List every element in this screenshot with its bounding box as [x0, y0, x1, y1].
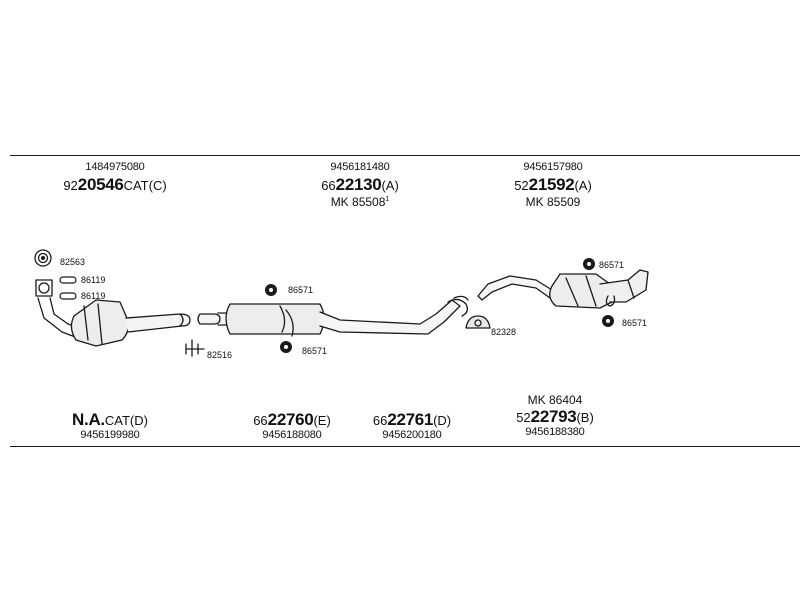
callout-markers: [41, 256, 614, 353]
part-number: 6622761(D): [352, 411, 472, 428]
part-number-suffix: (D): [433, 413, 452, 428]
part-number: N.A.CAT(D): [45, 411, 175, 428]
part-number-prefix: 52: [514, 178, 529, 193]
part-reference: 9456157980: [523, 161, 583, 173]
part-number-suffix: CAT(D): [104, 413, 148, 428]
part-number-suffix: CAT(C): [123, 178, 167, 193]
part-reference: 9456200180: [382, 429, 442, 441]
part-reference: 1484975080: [85, 161, 145, 173]
callout-label-82516: 82516: [207, 350, 233, 360]
mounting-kit-number: MK 855081: [285, 196, 435, 208]
bottom-divider-line: [10, 446, 800, 447]
callout-label-86571-upper: 86571: [288, 285, 314, 295]
top-divider-line: [10, 155, 800, 156]
part-number-prefix: 52: [516, 410, 531, 425]
middle-muffler-drawing: [197, 295, 469, 337]
part-reference: 9456199980: [80, 429, 140, 441]
rubber-hanger-drawing: [465, 315, 491, 329]
callout-label-82563: 82563: [60, 257, 86, 267]
part-number-main: 22760: [267, 410, 314, 429]
bottom-part-catalyst: N.A.CAT(D) 9456199980: [45, 411, 175, 441]
part-number-prefix: 66: [372, 413, 388, 428]
part-number-main: 20546: [77, 175, 124, 194]
callout-label-86119-lower: 86119: [81, 291, 106, 301]
part-number: 5221592(A): [478, 176, 628, 193]
part-number-prefix: 66: [321, 178, 336, 193]
part-reference: 9456188080: [262, 429, 322, 441]
part-number-main: 21592: [528, 175, 575, 194]
rear-muffler-drawing: [477, 269, 649, 309]
mounting-kit-number: MK 86404: [527, 393, 583, 407]
top-part-middle-muffler: 9456181480 6622130(A) MK 855081: [285, 161, 435, 209]
callout-label-86571-rear-lower: 86571: [622, 318, 648, 328]
callout-label-86119-upper: 86119: [81, 275, 106, 285]
bottom-part-front-pipe: 6622760(E) 9456188080: [232, 411, 352, 441]
part-number-main: 22761: [387, 410, 434, 429]
part-reference: 9456188380: [525, 426, 585, 438]
callout-label-82328: 82328: [491, 327, 517, 337]
part-number-suffix: (A): [381, 178, 399, 193]
callout-marker-82563: [41, 256, 45, 260]
part-number-suffix: (E): [313, 413, 331, 428]
part-number-suffix: (A): [574, 178, 592, 193]
mounting-kit-label: MK 85508: [330, 195, 386, 209]
top-part-rear-muffler: 9456157980 5221592(A) MK 85509: [478, 161, 628, 209]
mounting-kit-number: MK 85509: [525, 195, 581, 209]
part-number-prefix: 66: [253, 413, 268, 428]
clamp-drawing: [185, 339, 205, 357]
part-number-prefix: 92: [63, 178, 78, 193]
bottom-part-intermediate-pipe: 6622761(D) 9456200180: [352, 411, 472, 441]
part-number-main: 22793: [530, 407, 577, 426]
callout-label-86571-rear-upper: 86571: [599, 260, 625, 270]
part-number-main: 22130: [335, 175, 382, 194]
part-number-suffix: (B): [576, 410, 594, 425]
bottom-part-rear-pipe: MK 86404 5222793(B) 9456188380: [490, 394, 620, 438]
nut-icon: [265, 258, 614, 353]
part-number-main: N.A.: [72, 410, 105, 429]
part-number: 9220546CAT(C): [40, 176, 190, 193]
part-number: 6622760(E): [232, 411, 352, 428]
bolt-icon: [59, 276, 77, 300]
callout-label-86571-lower: 86571: [302, 346, 328, 356]
mounting-kit-note: 1: [385, 196, 390, 203]
part-number: 6622130(A): [285, 176, 435, 193]
part-reference: 9456181480: [330, 161, 390, 173]
part-number: 5222793(B): [490, 408, 620, 425]
top-part-catalyst: 1484975080 9220546CAT(C): [40, 161, 190, 194]
catalytic-converter-drawing: [34, 249, 191, 347]
